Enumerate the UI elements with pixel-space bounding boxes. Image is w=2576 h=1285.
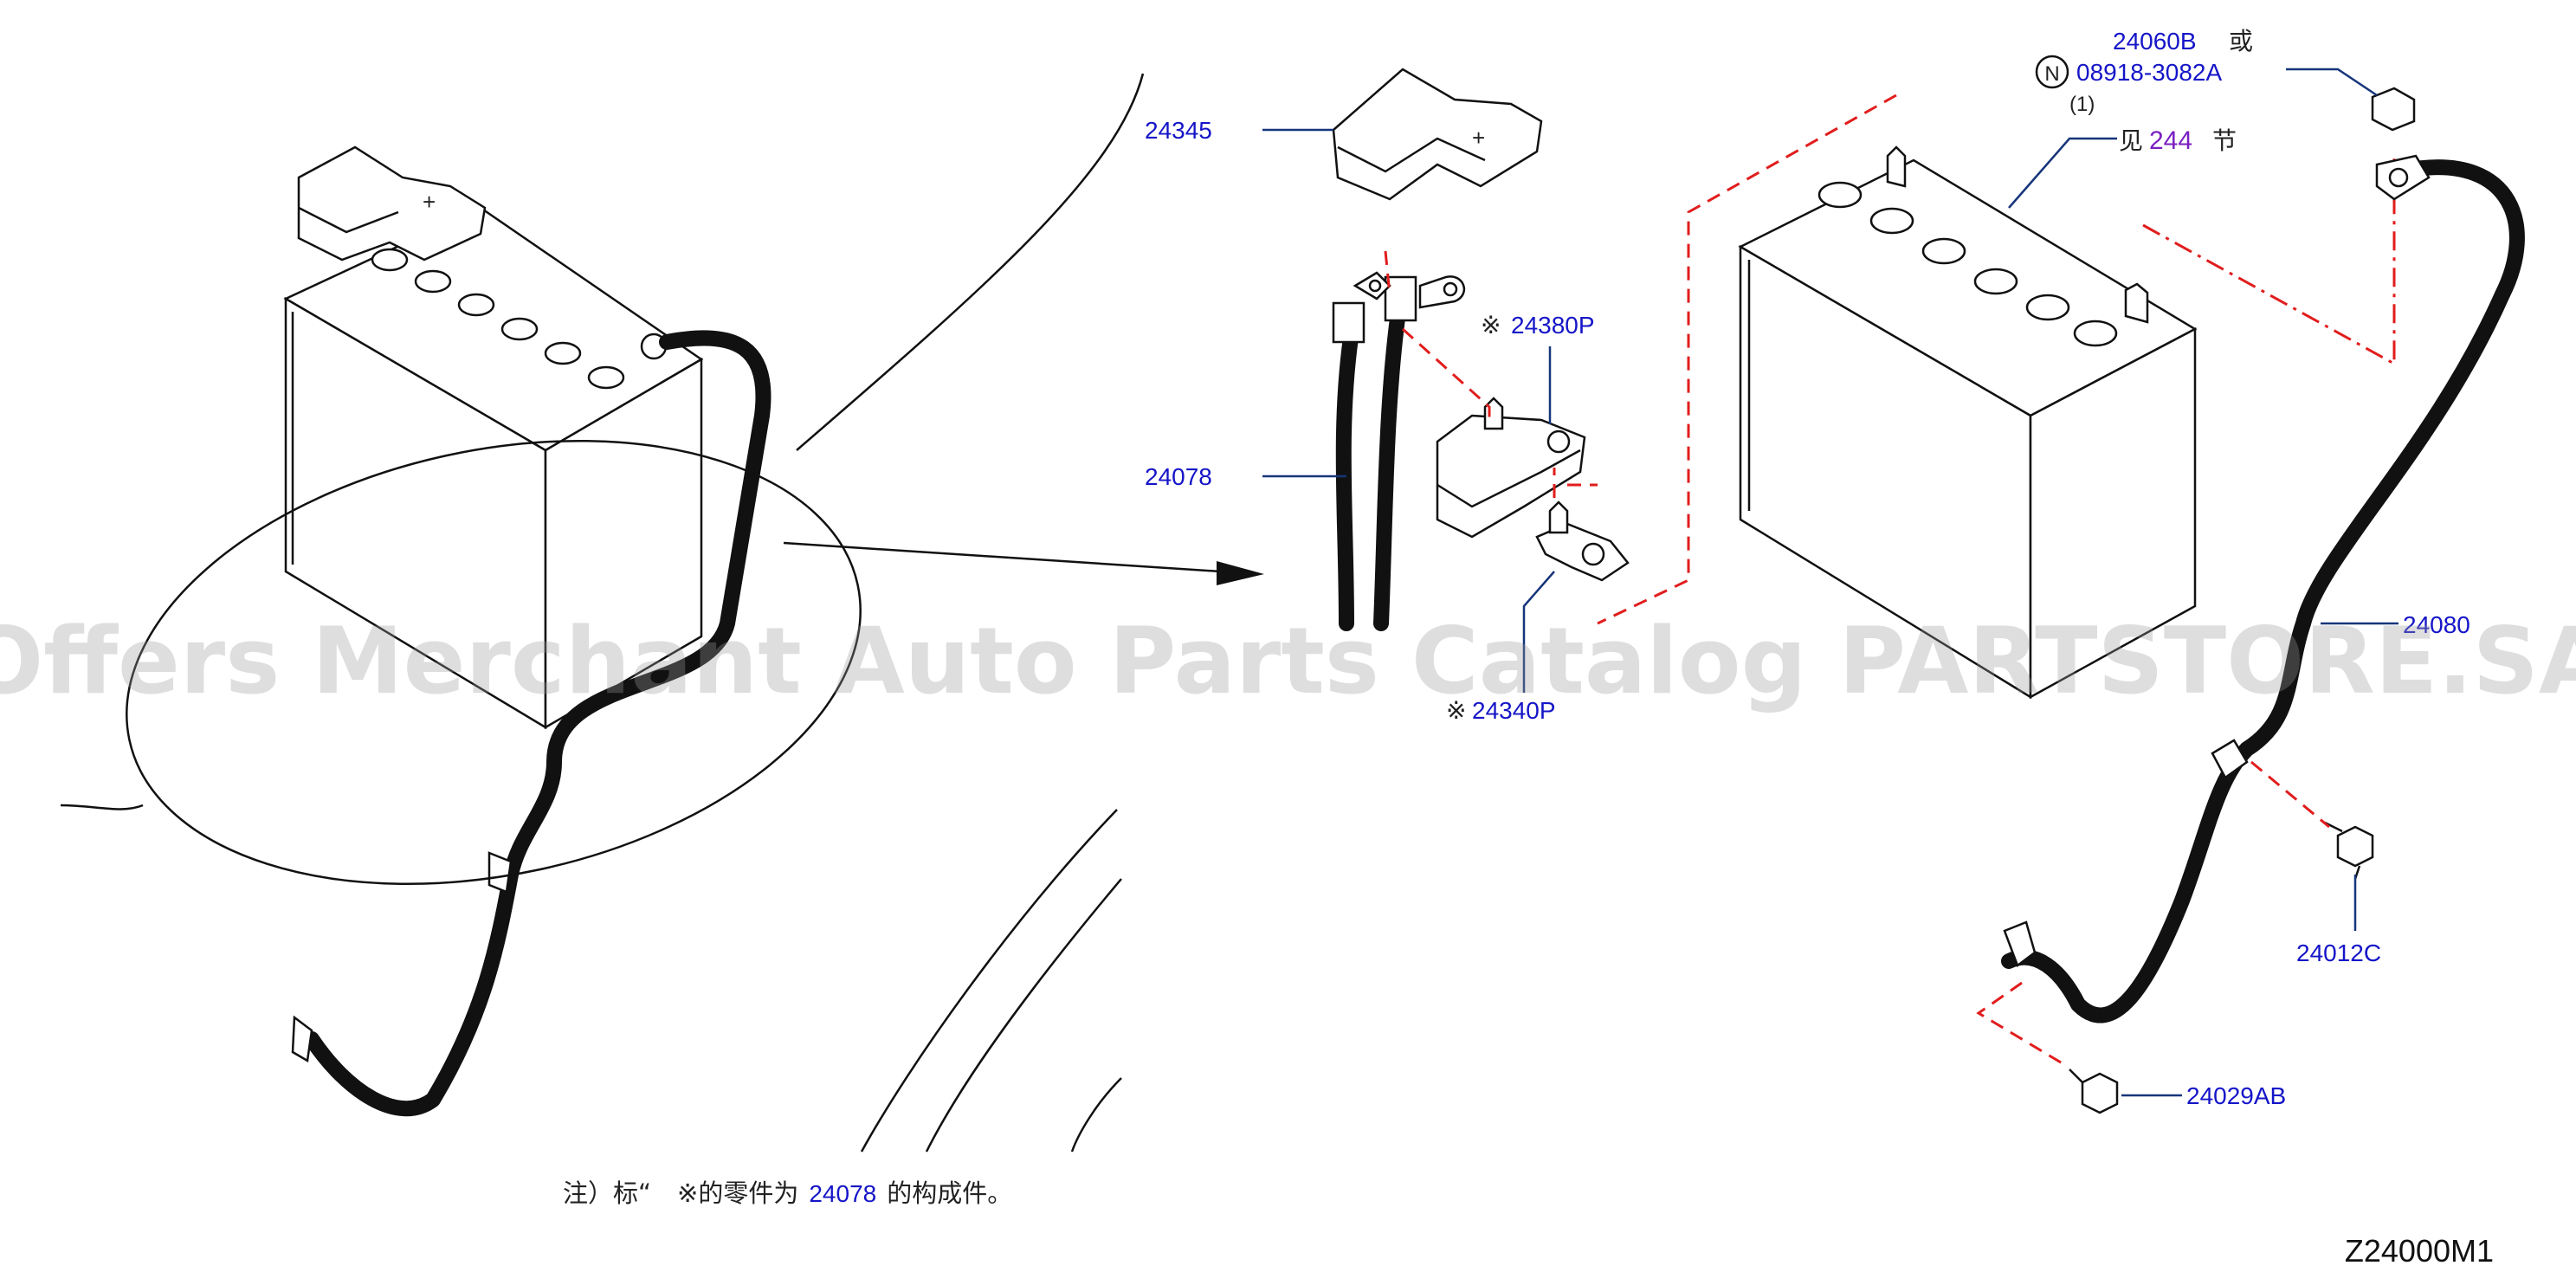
n-symbol: N <box>2044 62 2059 86</box>
label-24060b[interactable]: 24060B <box>2113 28 2197 55</box>
battery-fit-line <box>1597 94 1897 625</box>
label-24029ab[interactable]: 24029AB <box>2186 1082 2286 1109</box>
part-labels: 24345 24078 ※ 24380P ※ 24340P 24060B 或 N… <box>1145 28 2470 1109</box>
see-prefix: 见 <box>2119 127 2143 154</box>
asterisk-24340p: ※ <box>1446 697 1466 724</box>
battery-assembly <box>1597 87 2525 1114</box>
cell-caps <box>371 248 625 390</box>
label-24080[interactable]: 24080 <box>2403 611 2470 638</box>
note-middle: 的零件为 <box>698 1178 798 1208</box>
label-24340p[interactable]: 24340P <box>1472 697 1556 724</box>
label-or: 或 <box>2229 28 2253 55</box>
svg-text:+: + <box>1472 125 1485 151</box>
bolt-24029ab <box>2081 1072 2119 1114</box>
n-symbol-circle <box>2035 55 2069 89</box>
leader-lines <box>1262 68 2398 1097</box>
footnote: 注）标“ ※的零件为 24078 的构成件。 <box>563 1178 1012 1208</box>
overview-terminal-cover <box>297 145 487 262</box>
overview-ground-cable <box>304 330 772 1117</box>
asterisk-24380p: ※ <box>1481 312 1501 339</box>
note-part-link[interactable]: 24078 <box>809 1180 876 1207</box>
nut-24060b <box>2371 87 2416 132</box>
watermark: Offers Merchant Auto Parts Catalog PARTS… <box>0 608 2576 714</box>
note-suffix: 的构成件。 <box>887 1178 1012 1208</box>
diagram-code: Z24000M1 <box>2345 1233 2494 1269</box>
label-24012c[interactable]: 24012C <box>2296 940 2381 966</box>
note-asterisk: ※ <box>677 1178 698 1208</box>
bolt-24012c <box>2336 825 2374 868</box>
label-quantity: (1) <box>2069 93 2095 116</box>
overview-battery: + <box>60 73 1264 1153</box>
label-24345[interactable]: 24345 <box>1145 117 1212 144</box>
terminal-cover-24345 <box>1332 68 1543 201</box>
terminal-detail: + <box>1332 68 1630 631</box>
battery-cell-caps <box>1817 181 2118 347</box>
harness-24078 <box>1335 330 1359 631</box>
label-24380p[interactable]: 24380P <box>1511 312 1595 339</box>
label-08918-3082a[interactable]: 08918-3082A <box>2076 59 2222 86</box>
see-section-link[interactable]: 244 <box>2149 126 2192 155</box>
detail-callout-ellipse <box>126 439 862 886</box>
svg-text:+: + <box>423 189 436 215</box>
ground-cable-24080 <box>2001 159 2525 1023</box>
detail-arrow-head <box>1217 561 1264 585</box>
note-prefix: 注）标“ <box>563 1178 651 1208</box>
label-24078[interactable]: 24078 <box>1145 463 1212 490</box>
see-suffix: 节 <box>2212 127 2237 154</box>
